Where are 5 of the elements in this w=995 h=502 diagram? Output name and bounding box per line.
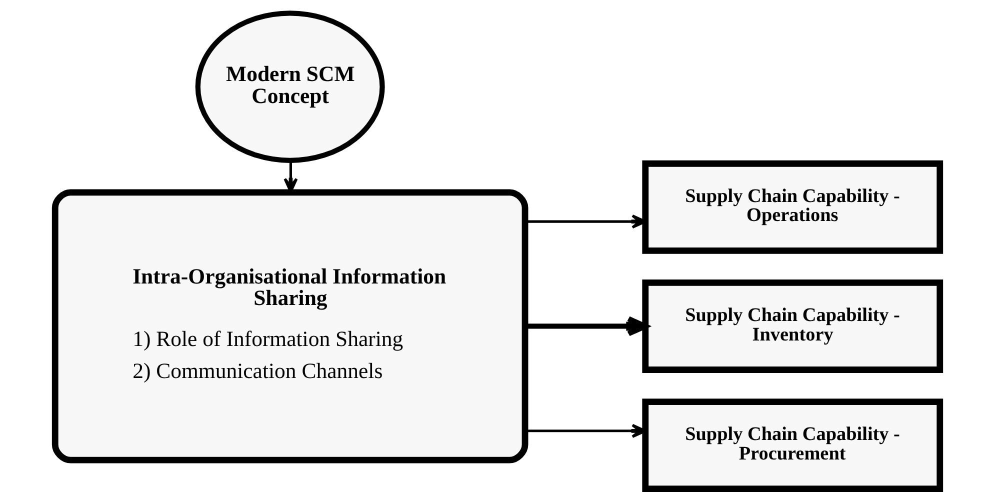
node-box: Supply Chain Capability - Inventory xyxy=(642,280,944,373)
node-box: Supply Chain Capability - Operations xyxy=(642,160,944,254)
node-ellipse: Modern SCM Concept xyxy=(195,10,385,163)
node-box: Supply Chain Capability - Procurement xyxy=(642,398,944,492)
node-box: Intra-Organisational Information Sharing 1) Role of Information Sharing 2) Communication Channels xyxy=(52,189,528,464)
